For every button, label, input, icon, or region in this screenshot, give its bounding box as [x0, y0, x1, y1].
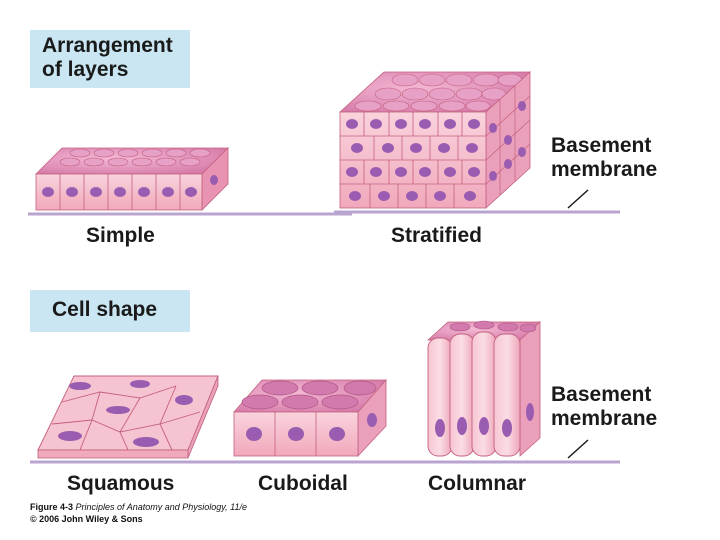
label-squamous: Squamous: [67, 472, 174, 496]
basement-pointer-top: [568, 190, 588, 208]
basement-bottom-line1: Basement: [551, 383, 657, 407]
simple-epithelium: [28, 148, 352, 214]
figure-source: Principles of Anatomy and Physiology, 11…: [76, 502, 247, 512]
label-basement-membrane-bottom: Basement membrane: [551, 383, 657, 431]
basement-top-line2: membrane: [551, 158, 657, 182]
copyright-line: © 2006 John Wiley & Sons: [30, 514, 143, 525]
label-basement-membrane-top: Basement membrane: [551, 134, 657, 182]
basement-pointer-bottom: [568, 440, 588, 458]
basement-bottom-line2: membrane: [551, 407, 657, 431]
figure-caption: Figure 4-3 Principles of Anatomy and Phy…: [30, 502, 247, 513]
label-columnar: Columnar: [428, 472, 526, 496]
figure-number: Figure 4-3: [30, 502, 73, 512]
label-simple: Simple: [86, 224, 155, 248]
cuboidal-epithelium: [234, 380, 386, 456]
label-cuboidal: Cuboidal: [258, 472, 348, 496]
basement-top-line1: Basement: [551, 134, 657, 158]
label-stratified: Stratified: [391, 224, 482, 248]
